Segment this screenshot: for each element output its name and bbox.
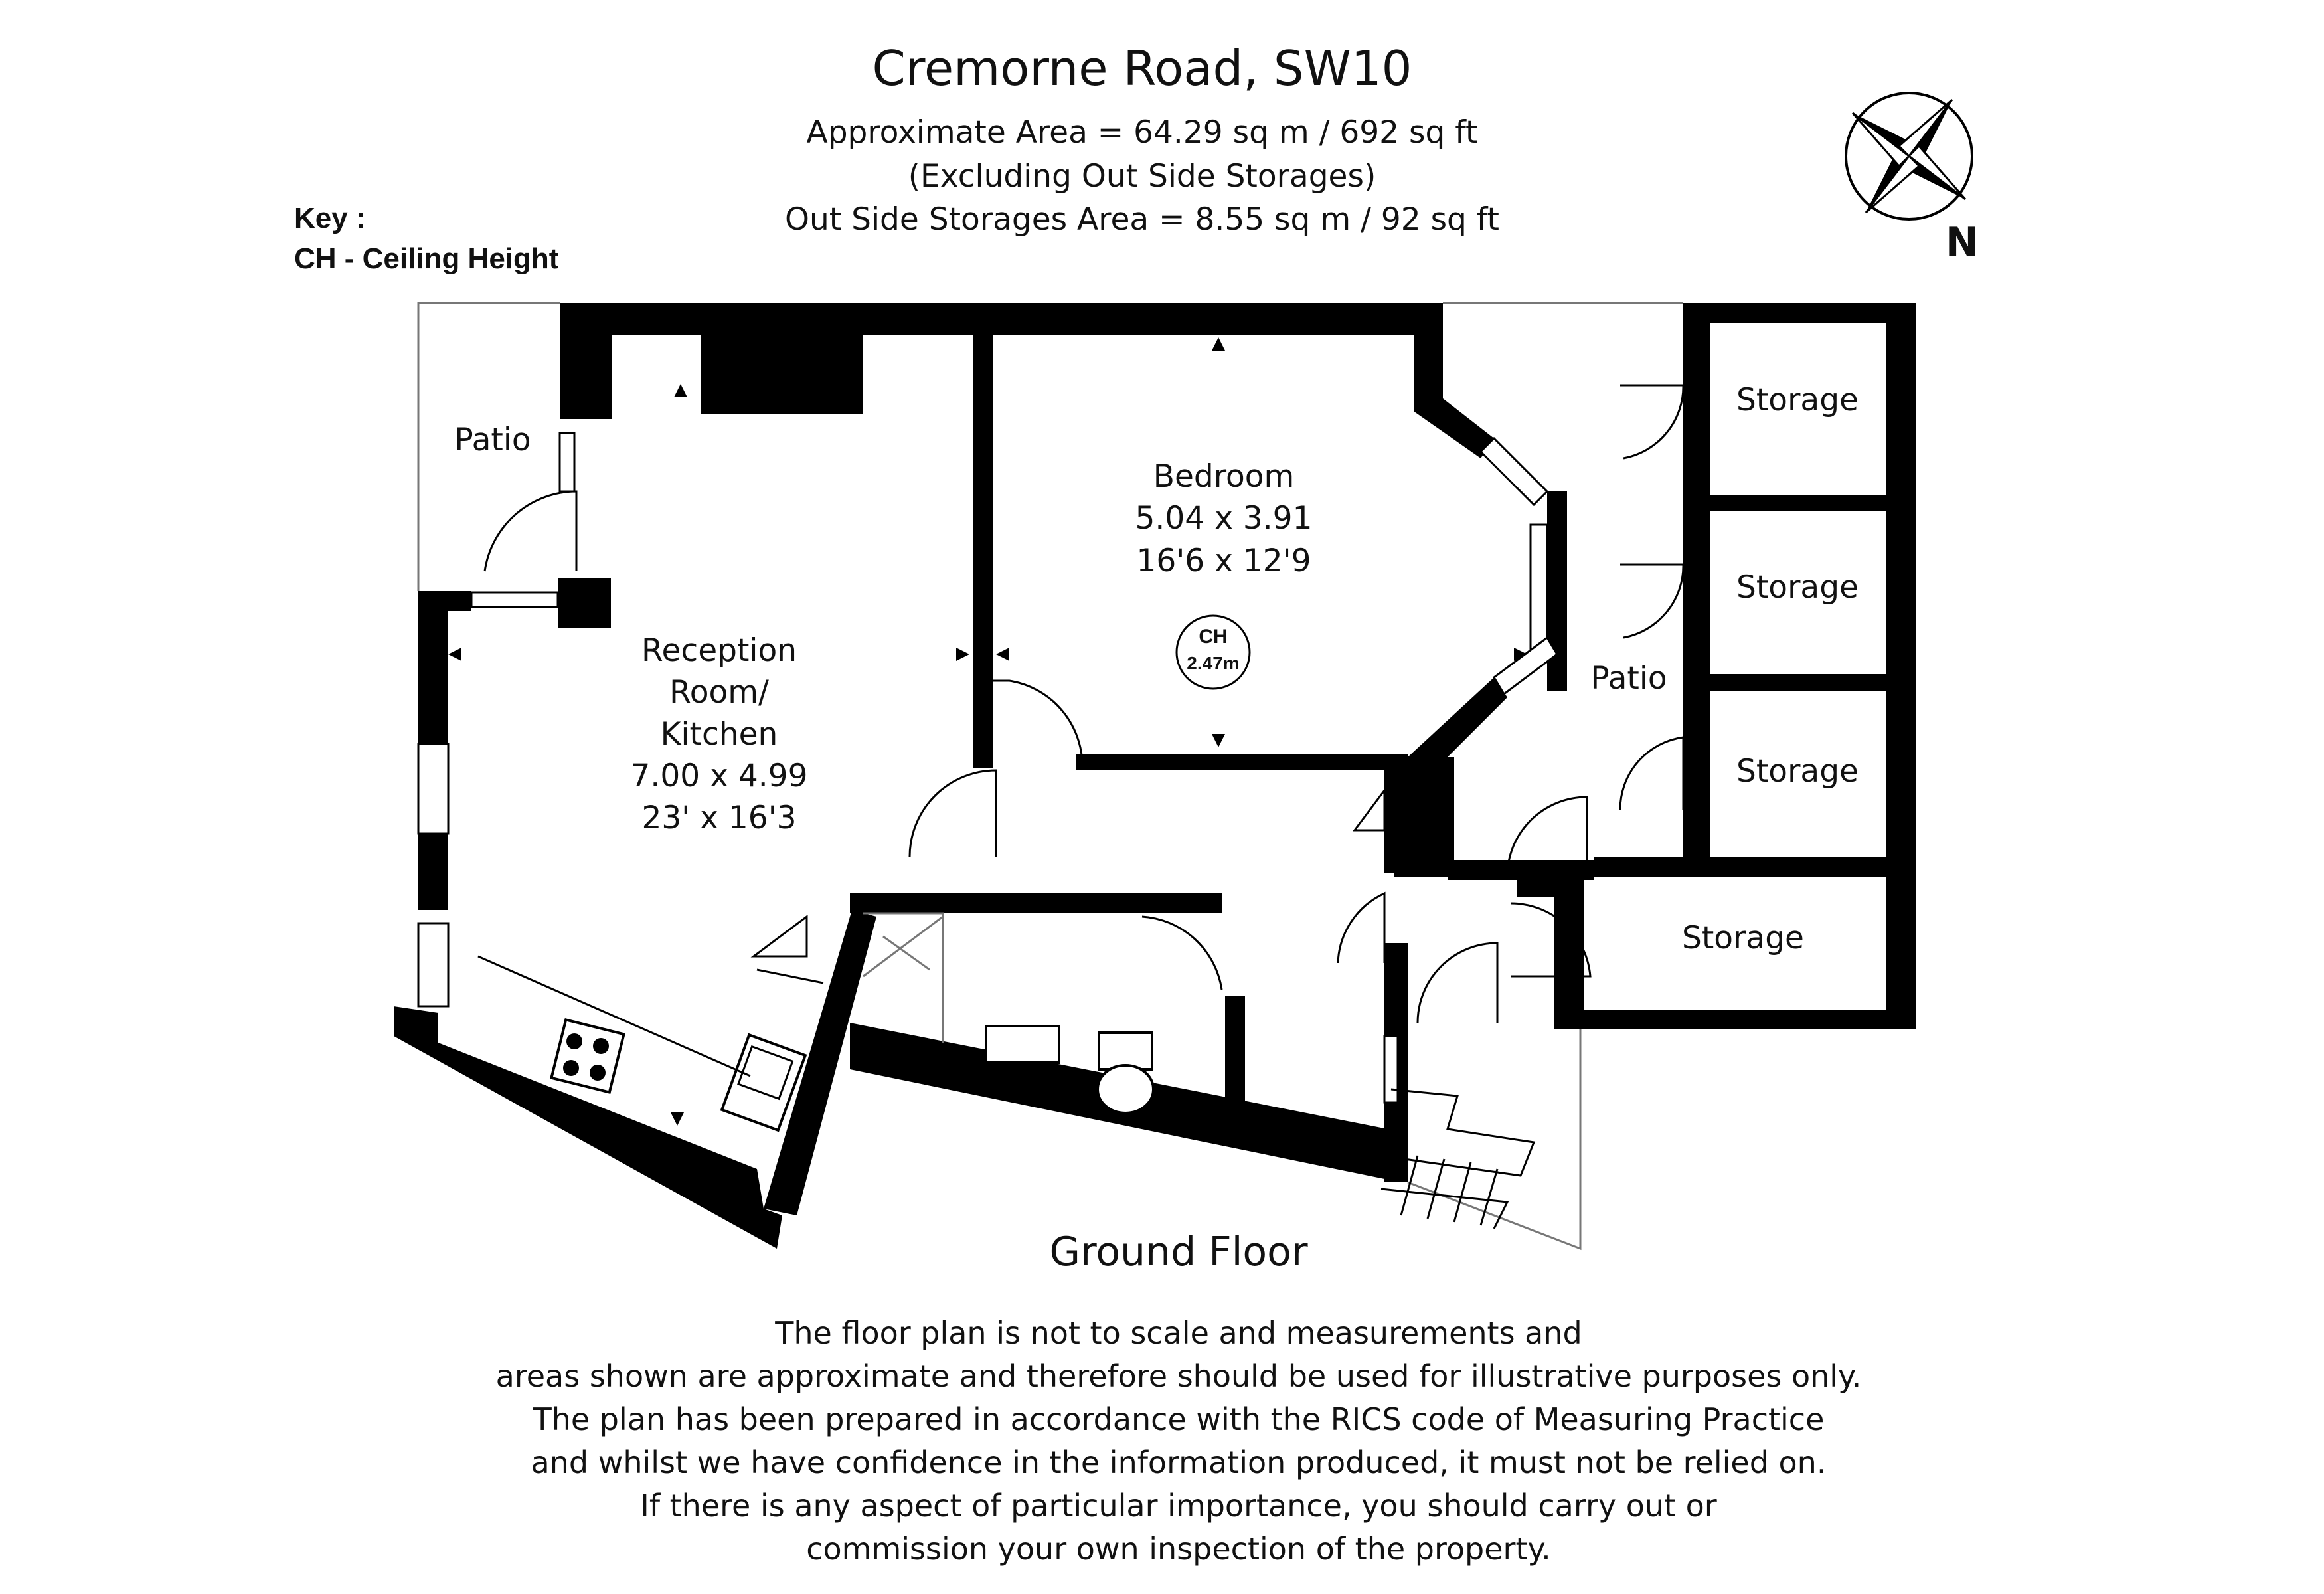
staircase [1380, 1088, 1536, 1229]
kitchen-counter [477, 955, 824, 1077]
excluding-note: (Excluding Out Side Storages) [908, 158, 1376, 195]
key-entry: CH - Ceiling Height [294, 242, 559, 275]
shower-tray-icon [863, 912, 944, 1043]
reception-room-label: Reception Room/ Kitchen 7.00 x 4.99 23' … [631, 632, 808, 836]
svg-text:The plan has been prepared in: The plan has been prepared in accordance… [533, 1401, 1825, 1437]
svg-text:CH: CH [1199, 626, 1227, 648]
sink-icon [720, 1033, 807, 1132]
disclaimer: The floor plan is not to scale and measu… [496, 1315, 1862, 1567]
svg-text:Bedroom: Bedroom [1153, 458, 1295, 495]
storage-label-3: Storage [1736, 753, 1859, 790]
windows [417, 432, 1558, 1104]
patio-outlines [417, 302, 1683, 1251]
svg-text:If there is any aspect of part: If there is any aspect of particular imp… [640, 1488, 1717, 1524]
key-heading: Key : [294, 202, 366, 234]
storage-area: Out Side Storages Area = 8.55 sq m / 92 … [785, 201, 1499, 238]
hob-icon [550, 1018, 625, 1094]
svg-text:Room/: Room/ [669, 674, 769, 711]
svg-text:7.00 x 4.99: 7.00 x 4.99 [631, 758, 808, 794]
bedroom-label: Bedroom 5.04 x 3.91 16'6 x 12'9 [1135, 458, 1313, 579]
approx-area: Approximate Area = 64.29 sq m / 692 sq f… [807, 114, 1478, 151]
svg-text:Kitchen: Kitchen [661, 716, 778, 753]
toilet-icon [1096, 1031, 1155, 1114]
basin-icon [985, 1025, 1060, 1064]
floor-label: Ground Floor [1049, 1229, 1307, 1275]
svg-text:commission your own inspection: commission your own inspection of the pr… [806, 1531, 1551, 1567]
walls [394, 303, 1916, 1249]
property-title: Cremorne Road, SW10 [872, 41, 1412, 96]
svg-text:23' x 16'3: 23' x 16'3 [641, 800, 796, 836]
doors [483, 384, 1685, 1023]
storage-label-1: Storage [1736, 382, 1859, 418]
ceiling-height-badge: CH 2.47m [1175, 614, 1251, 690]
svg-text:Reception: Reception [641, 632, 797, 669]
storage-label-2: Storage [1736, 569, 1859, 606]
svg-text:areas shown are approximate an: areas shown are approximate and therefor… [496, 1358, 1862, 1394]
compass-star-icon [1845, 92, 1973, 221]
svg-text:and whilst we have confidence: and whilst we have confidence in the inf… [531, 1445, 1827, 1480]
patio-right-label: Patio [1590, 660, 1667, 697]
svg-text:16'6 x 12'9: 16'6 x 12'9 [1137, 543, 1311, 579]
patio-left-label: Patio [454, 422, 531, 458]
svg-text:The floor plan is not to scale: The floor plan is not to scale and measu… [774, 1315, 1582, 1351]
svg-text:2.47m: 2.47m [1187, 653, 1239, 673]
compass-north-label: N [1946, 219, 1979, 266]
dimension-markers [448, 337, 1527, 1126]
svg-text:5.04 x 3.91: 5.04 x 3.91 [1135, 500, 1313, 537]
storage-label-4: Storage [1682, 920, 1804, 956]
